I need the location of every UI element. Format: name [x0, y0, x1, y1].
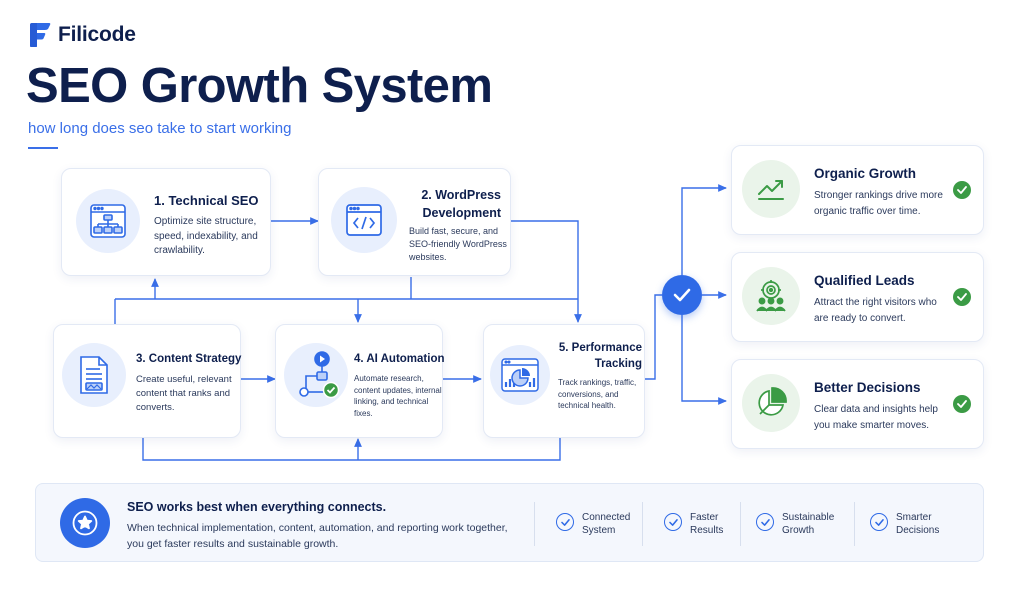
banner-title: SEO works best when everything connects. — [127, 500, 387, 514]
pie-chart-icon — [742, 374, 800, 432]
benefit-line: Smarter — [896, 512, 932, 523]
outcome-card-better-decisions[interactable]: Better Decisions Clear data and insights… — [731, 359, 984, 449]
outcome-title: Better Decisions — [814, 380, 921, 395]
step-card-performance-tracking[interactable]: 5. Performance Tracking Track rankings, … — [483, 324, 645, 438]
step-title: 2. WordPress Development — [421, 188, 501, 220]
brand-logo[interactable]: Filicode — [28, 22, 136, 48]
connector-step5-hub — [645, 294, 662, 380]
outcome-title: Organic Growth — [814, 166, 917, 181]
outcome-description: Attract the right visitors who are ready… — [814, 297, 937, 324]
outcome-description: Clear data and insights help you make sm… — [814, 404, 938, 431]
connector-bottom-loop — [142, 437, 561, 461]
step-description: Create useful, relevant content that ran… — [136, 374, 232, 413]
banner-divider — [534, 502, 535, 546]
benefit-faster-results: Faster Results — [664, 511, 754, 537]
benefit-smarter-decisions: Smarter Decisions — [870, 511, 960, 537]
page-title: SEO Growth System — [26, 59, 493, 113]
analytics-dashboard-icon — [490, 345, 550, 405]
brand-name: Filicode — [58, 23, 136, 46]
benefit-line: Decisions — [896, 525, 940, 536]
benefit-line: Results — [690, 525, 724, 536]
check-icon — [953, 288, 971, 306]
sitemap-icon — [76, 189, 140, 253]
step-title: 5. Performance Tracking — [558, 342, 642, 370]
page-subtitle: how long does seo take to start working — [28, 120, 292, 137]
subtitle-underline — [28, 147, 58, 149]
connector-step2-step5 — [511, 220, 582, 323]
benefit-line: Connected — [582, 512, 631, 523]
outcome-card-organic-growth[interactable]: Organic Growth Stronger rankings drive m… — [731, 145, 984, 235]
summary-banner: SEO works best when everything connects.… — [35, 483, 984, 562]
benefit-connected-system: Connected System — [556, 511, 646, 537]
step-card-technical-seo[interactable]: 1. Technical SEO Optimize site structure… — [61, 168, 271, 276]
check-icon — [953, 181, 971, 199]
filicode-logo-icon — [30, 23, 51, 47]
document-icon — [62, 343, 126, 407]
benefit-line: System — [582, 525, 616, 536]
step-description: Build fast, secure, and SEO-friendly Wor… — [409, 226, 507, 263]
check-circle-icon — [556, 513, 574, 531]
check-circle-icon — [870, 513, 888, 531]
outcome-card-qualified-leads[interactable]: Qualified Leads Attract the right visito… — [731, 252, 984, 342]
step-title: 4. AI Automation — [354, 353, 445, 365]
benefit-line: Growth — [782, 525, 815, 536]
benefit-line: Sustainable — [782, 512, 835, 523]
trend-up-icon — [742, 160, 800, 218]
target-audience-icon — [742, 267, 800, 325]
step-card-ai-automation[interactable]: 4. AI Automation Automate research, cont… — [275, 324, 445, 438]
banner-divider — [854, 502, 855, 546]
outcome-description: Stronger rankings drive more organic tra… — [814, 190, 943, 217]
banner-divider — [740, 502, 741, 546]
step-description: Optimize site structure, speed, indexabi… — [154, 216, 258, 256]
step-card-content-strategy[interactable]: 3. Content Strategy Create useful, relev… — [53, 324, 241, 438]
step-card-wordpress-development[interactable]: 2. WordPress Development Build fast, sec… — [318, 168, 511, 276]
banner-text: When technical implementation, content, … — [127, 522, 508, 551]
outcome-title: Qualified Leads — [814, 273, 915, 288]
step-description: Automate research, content updates, inte… — [354, 374, 442, 418]
step-title: 3. Content Strategy — [136, 353, 242, 365]
code-window-icon — [331, 187, 397, 253]
star-badge-icon — [60, 498, 110, 548]
connector-hub-decisions — [681, 315, 727, 405]
step-description: Track rankings, traffic, conversions, an… — [558, 378, 637, 411]
check-circle-icon — [756, 513, 774, 531]
benefit-line: Faster — [690, 512, 719, 523]
banner-divider — [642, 502, 643, 546]
automation-flow-icon — [284, 343, 348, 407]
connector-hub-branch — [681, 184, 727, 275]
check-icon — [953, 395, 971, 413]
hub-check-icon — [662, 275, 702, 315]
check-circle-icon — [664, 513, 682, 531]
step-title: 1. Technical SEO — [154, 193, 259, 208]
benefit-sustainable-growth: Sustainable Growth — [756, 511, 846, 537]
